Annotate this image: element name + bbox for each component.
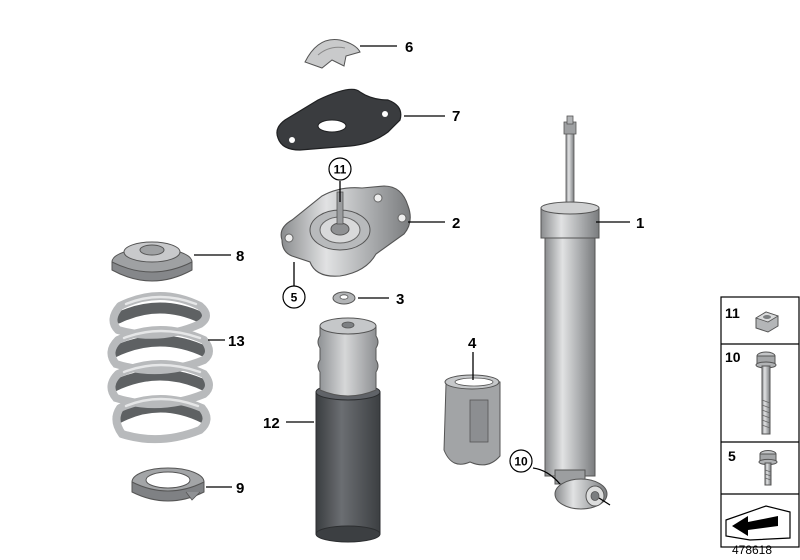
- direction-arrow-icon: [725, 505, 791, 541]
- legend-frame: [720, 296, 800, 548]
- leader-10: [532, 467, 561, 485]
- legend-num-11: 11: [725, 305, 740, 321]
- part-8-spring-seat: [111, 241, 193, 282]
- part-12-bump-stop-boot: [315, 317, 381, 543]
- part-6-cap: [304, 38, 361, 69]
- callout-13: 13: [228, 333, 245, 350]
- part-9-lower-spring-pad: [131, 467, 205, 502]
- callout-3: 3: [396, 291, 404, 308]
- callout-11-circle: [328, 157, 352, 181]
- callout-10: 10: [514, 455, 528, 469]
- legend-num-5: 5: [728, 448, 736, 464]
- callout-5: 5: [291, 291, 298, 305]
- callout-10-circle: [509, 449, 533, 473]
- leader-10-end: [598, 497, 611, 506]
- leader-lines: [194, 45, 630, 506]
- callout-11: 11: [334, 163, 347, 177]
- part-3-washer: [332, 291, 356, 305]
- fastener-legend: 11 10 5: [720, 296, 800, 548]
- nut-icon: [755, 311, 779, 333]
- callout-12: 12: [263, 415, 280, 432]
- callout-2: 2: [452, 215, 460, 232]
- callout-1: 1: [636, 215, 644, 232]
- callout-5-circle: [282, 285, 306, 309]
- bolt-short-icon: [758, 450, 778, 486]
- part-7-gasket: [276, 88, 402, 151]
- part-13-coil-spring: [107, 292, 213, 444]
- callout-6: 6: [405, 39, 413, 56]
- callout-7: 7: [452, 108, 460, 125]
- part-4-sleeve: [443, 374, 501, 466]
- diagram-id: 478618: [732, 543, 772, 557]
- callout-8: 8: [236, 248, 244, 265]
- callouts: 6 7 2 3 8 13 9 12 4 1 11 5 10: [228, 39, 644, 497]
- part-1-shock-absorber: [540, 115, 608, 510]
- callout-9: 9: [236, 480, 244, 497]
- legend-num-10: 10: [725, 349, 741, 365]
- bolt-long-icon: [755, 351, 777, 435]
- part-2-top-mount: [280, 185, 411, 277]
- callout-4: 4: [468, 335, 477, 352]
